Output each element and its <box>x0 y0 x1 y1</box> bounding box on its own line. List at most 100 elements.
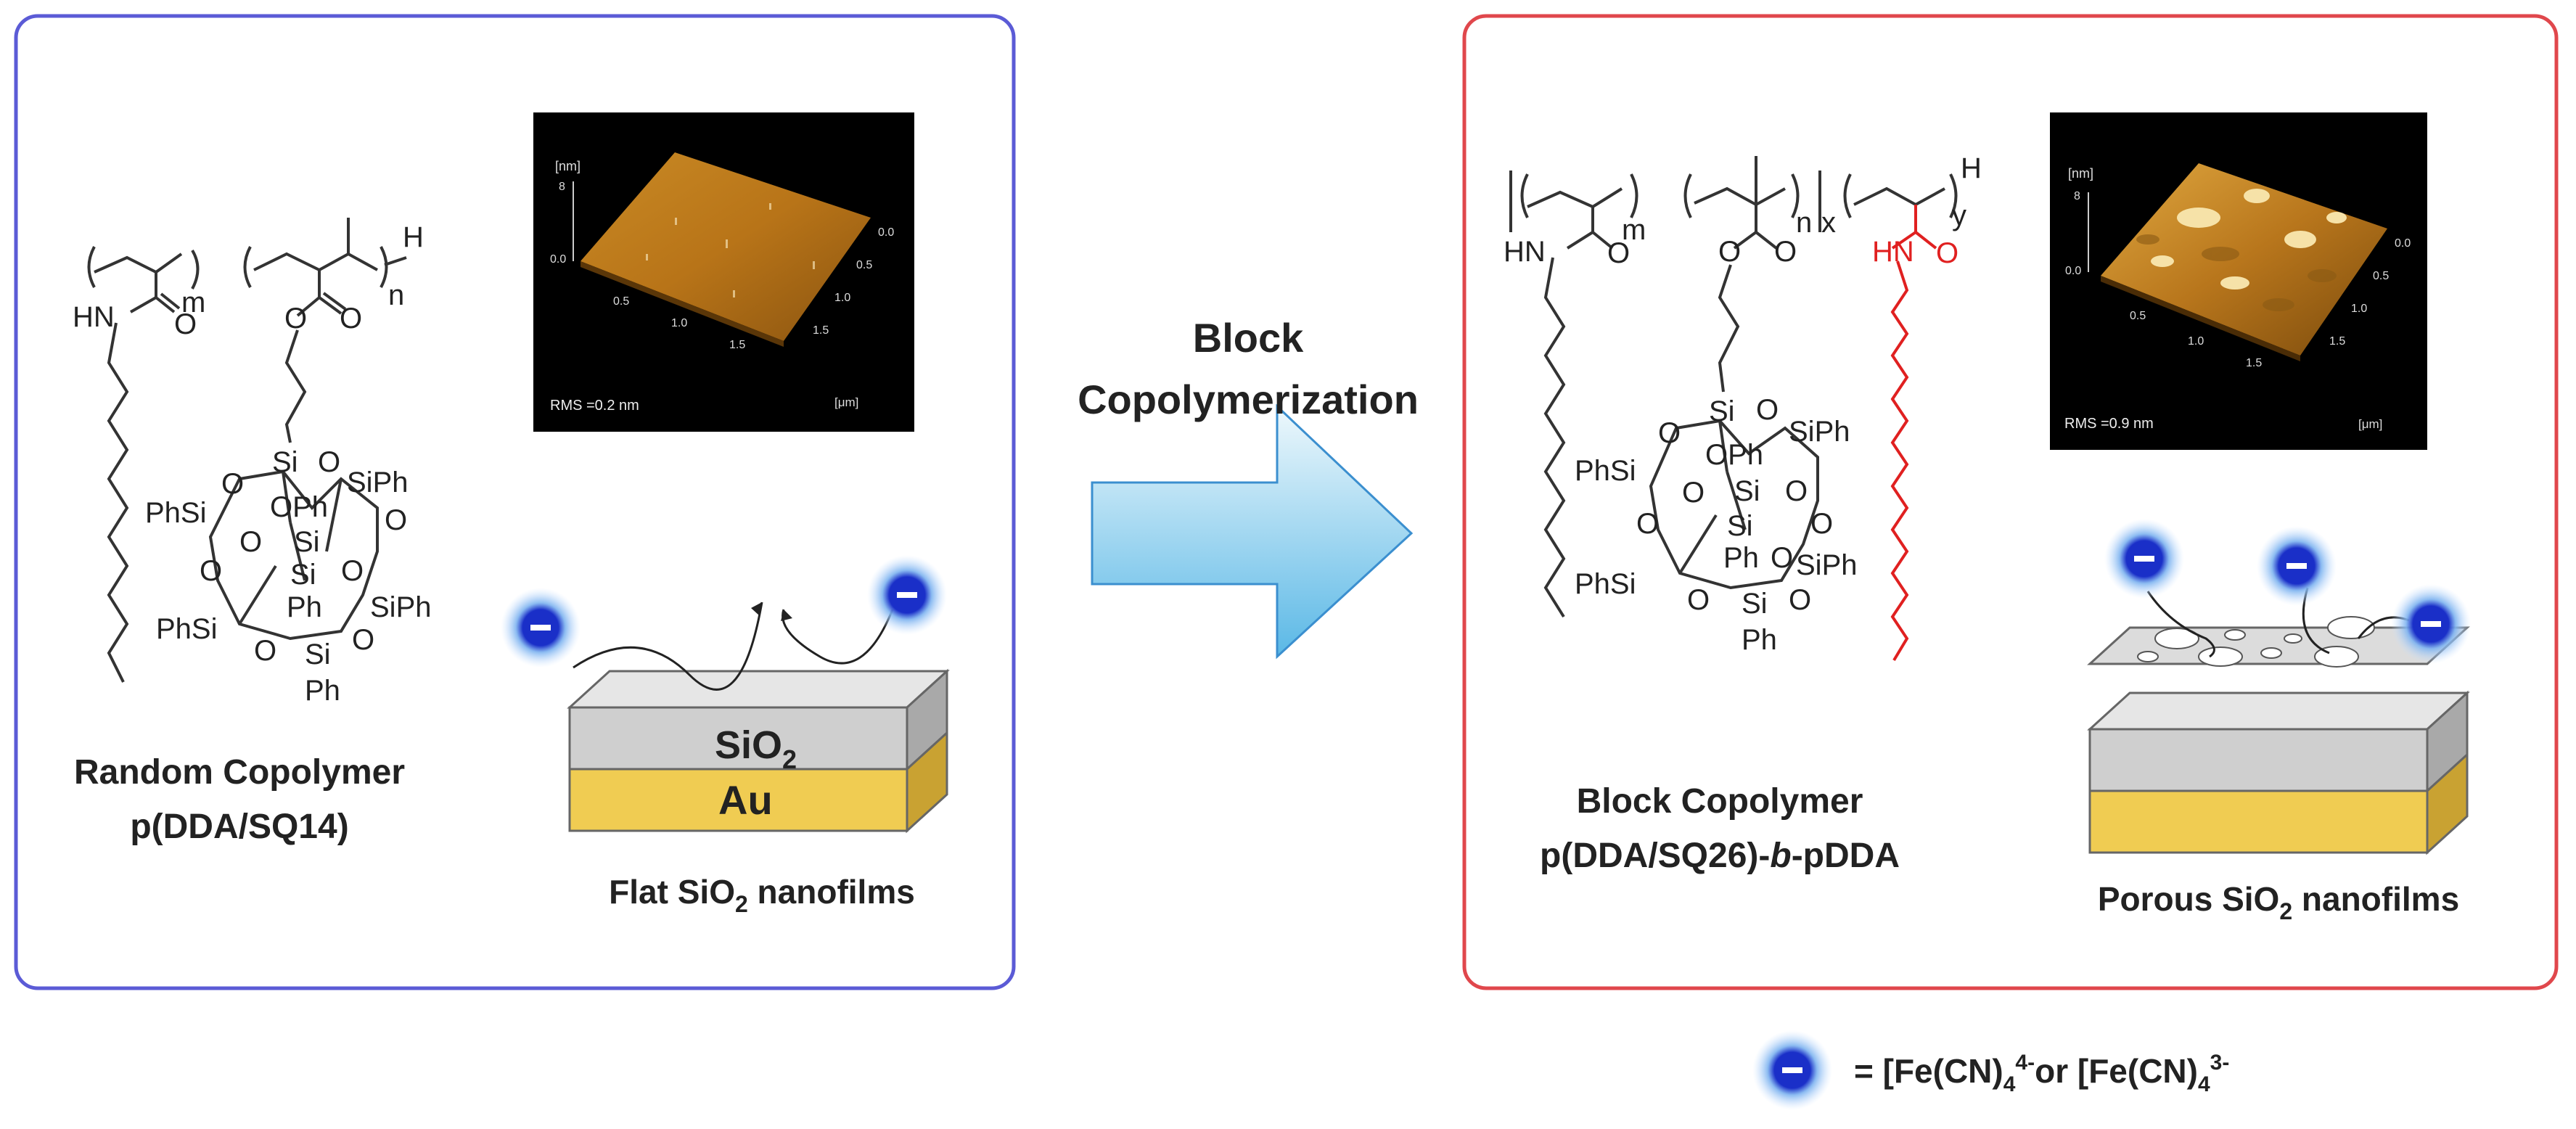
r-afm-y-tick-4: 1.5 <box>2329 335 2345 348</box>
afm-y-tick-2: 0.5 <box>856 259 872 271</box>
left-film-label: Flat SiO2 nanofilms <box>609 873 915 917</box>
right-polymer-name-line2: p(DDA/SQ26)-b-pDDA <box>1540 837 1900 875</box>
r-cage-o-5: O <box>1636 508 1659 540</box>
ion-legend: = [Fe(CN)44-or [Fe(CN)43- <box>1752 1030 2229 1110</box>
cage-phsi-2: PhSi <box>156 613 218 645</box>
subscript-m: m <box>181 287 205 319</box>
afm-x-tick-3: 1.5 <box>729 339 745 351</box>
block-copolymerization-arrow: Block Copolymerization <box>1078 315 1419 660</box>
r-afm-z-unit: [nm] <box>2068 166 2093 181</box>
red-amide-hn: HN <box>1872 236 1914 268</box>
amide-hn: HN <box>73 301 115 333</box>
right-polymer-name-line1: Block Copolymer <box>1577 782 1863 821</box>
r-cage-oph: OPh <box>1705 439 1763 471</box>
left-panel-frame <box>14 14 1016 990</box>
r-ion-path-1 <box>2146 591 2215 658</box>
afm-x-tick-1: 0.5 <box>613 295 629 308</box>
afm-y-tick-3: 1.0 <box>834 292 850 304</box>
left-polymer-name-line2: p(DDA/SQ14) <box>130 808 348 846</box>
left-substrate: SiO2 Au <box>501 555 950 834</box>
cage-si-top: Si <box>272 446 298 478</box>
substrate-au-label: Au <box>718 777 773 823</box>
cage-o-5: O <box>200 555 222 587</box>
r-subscript-n: n <box>1796 207 1812 239</box>
r-afm-y-tick-3: 1.0 <box>2351 303 2367 315</box>
r-afm-z-tick-top: 8 <box>2074 190 2080 202</box>
left-panel: m n H HN O O O Si O O SiPh PhSi OPh O O … <box>14 14 1016 990</box>
legend-ion-icon <box>1752 1030 1832 1110</box>
r-amide-hn: HN <box>1504 236 1546 268</box>
r-cage-ph-bottom: Ph <box>1742 624 1777 656</box>
cage-si-center: Si <box>294 526 320 558</box>
ion-icon-right-3 <box>2391 584 2471 664</box>
r-afm-x-tick-1: 0.5 <box>2130 310 2146 322</box>
r-ester-carbonyl-o: O <box>1774 236 1797 268</box>
cage-phsi-1: PhSi <box>145 497 207 529</box>
amide-o: O <box>174 308 197 340</box>
right-substrate <box>2087 519 2471 855</box>
cage-o-6: O <box>341 555 364 587</box>
right-polymer-structure <box>1509 156 1958 618</box>
cage-ph-mid: Ph <box>287 591 322 623</box>
r-chain-end-h: H <box>1961 152 1982 184</box>
ion-path-2 <box>782 609 894 665</box>
ester-carbonyl-o: O <box>340 303 362 334</box>
arrow-label-line2: Copolymerization <box>1078 377 1419 422</box>
r-afm-x-tick-3: 1.5 <box>2246 357 2262 369</box>
afm-y-tick-4: 1.5 <box>813 324 829 337</box>
right-polymer-labels: m n x y H HN O O O Si O O SiPh PhSi OPh … <box>1504 152 1982 656</box>
r-subscript-m: m <box>1622 214 1646 246</box>
cage-o-2: O <box>221 468 244 500</box>
r-afm-z-tick-bottom: 0.0 <box>2065 265 2081 277</box>
r-cage-si-mid: Si <box>1727 510 1753 542</box>
ester-o: O <box>284 303 307 334</box>
left-polymer-structure <box>87 218 407 683</box>
right-panel-frame <box>1462 14 2559 990</box>
ion-icon-right-2 <box>2257 526 2337 606</box>
ion-icon-left-1 <box>501 588 581 668</box>
r-cage-siph-2: SiPh <box>1796 549 1858 581</box>
afm-y-tick-1: 0.0 <box>878 226 894 239</box>
r-cage-si-top: Si <box>1709 395 1735 427</box>
r-cage-siph-1: SiPh <box>1789 416 1850 448</box>
r-amide-o: O <box>1607 237 1630 269</box>
r-cage-o-1: O <box>1756 394 1779 426</box>
r-cage-phsi-1: PhSi <box>1575 455 1636 487</box>
subscript-n: n <box>388 279 404 311</box>
cage-o-4: O <box>239 526 262 558</box>
cage-oph: OPh <box>270 491 328 523</box>
ion-path-1 <box>573 602 763 691</box>
cage-o-8: O <box>352 624 374 656</box>
r-cage-si-center: Si <box>1734 475 1760 507</box>
r-cage-o-2: O <box>1658 417 1681 449</box>
afm-xy-unit: [μm] <box>834 395 858 409</box>
r-cage-o-7: O <box>1771 542 1793 574</box>
cage-o-7: O <box>254 635 276 667</box>
cage-ph-bottom: Ph <box>305 675 340 707</box>
cage-o-1: O <box>318 446 340 478</box>
r-afm-y-tick-1: 0.0 <box>2395 237 2411 250</box>
legend-text: = [Fe(CN)44-or [Fe(CN)43- <box>1854 1051 2229 1096</box>
ion-icon-right-1 <box>2104 519 2184 599</box>
cage-siph-1: SiPh <box>347 467 409 498</box>
substrate-sio2-label: SiO2 <box>715 723 797 774</box>
r-cage-o-8: O <box>1687 584 1710 616</box>
r-ester-o: O <box>1718 236 1741 268</box>
left-polymer-name-line1: Random Copolymer <box>74 753 405 792</box>
cage-si-mid: Si <box>290 559 316 591</box>
left-afm-image: [nm] 8 0.0 0.5 1.0 1.5 0.0 0.5 1.0 1.5 [… <box>533 112 914 432</box>
r-afm-x-tick-2: 1.0 <box>2188 335 2204 348</box>
afm-rms-label: RMS =0.2 nm <box>550 398 639 414</box>
afm-z-unit: [nm] <box>555 159 581 173</box>
afm-x-tick-2: 1.0 <box>671 317 687 329</box>
r-cage-si-bottom: Si <box>1742 588 1768 620</box>
right-film-label: Porous SiO2 nanofilms <box>2098 880 2459 924</box>
r-subscript-x: x <box>1821 207 1836 239</box>
r-afm-rms-label: RMS =0.9 nm <box>2064 416 2154 432</box>
left-polymer-labels: m n H HN O O O Si O O SiPh PhSi OPh O O … <box>73 221 432 707</box>
afm-z-tick-bottom: 0.0 <box>550 253 566 266</box>
r-cage-o-9: O <box>1789 584 1811 616</box>
afm-z-tick-top: 8 <box>559 181 565 193</box>
ion-icon-left-2 <box>867 555 947 635</box>
